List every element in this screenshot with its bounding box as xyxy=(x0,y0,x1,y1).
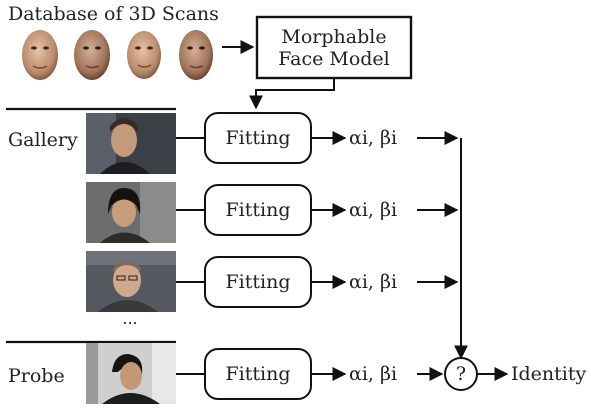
fitting-box-gallery-3: Fitting xyxy=(204,256,312,308)
fitting-label: Fitting xyxy=(225,127,290,149)
fitting-label: Fitting xyxy=(225,271,290,293)
fitting-box-gallery-1: Fitting xyxy=(204,112,312,164)
fitting-label: Fitting xyxy=(225,363,290,385)
morphable-model-box: Morphable Face Model xyxy=(255,15,413,80)
gallery-photo-3 xyxy=(86,251,176,312)
probe-photo xyxy=(86,343,176,404)
gallery-photo-1 xyxy=(86,113,176,174)
identity-label: Identity xyxy=(511,363,586,385)
scan-face-4 xyxy=(179,30,213,80)
scan-face-2 xyxy=(74,30,110,80)
compare-node: ? xyxy=(444,357,478,391)
scan-face-1 xyxy=(22,30,58,80)
params-label: αi, βi xyxy=(349,127,397,149)
ellipsis-more-gallery: ... xyxy=(122,309,137,328)
gallery-photo-2 xyxy=(86,182,176,243)
arrow-model-to-fitting xyxy=(249,78,335,110)
fitting-label: Fitting xyxy=(225,199,290,221)
model-label-line1: Morphable xyxy=(281,26,386,48)
database-label: Database of 3D Scans xyxy=(8,3,219,25)
params-label: αi, βi xyxy=(349,271,397,293)
compare-symbol: ? xyxy=(456,363,466,385)
params-label: αi, βi xyxy=(349,363,397,385)
params-label: αi, βi xyxy=(349,199,397,221)
fitting-box-probe: Fitting xyxy=(204,348,312,400)
scan-face-3 xyxy=(127,31,161,79)
fitting-box-gallery-2: Fitting xyxy=(204,184,312,236)
gallery-label: Gallery xyxy=(8,129,78,151)
probe-label: Probe xyxy=(8,365,65,387)
model-label-line2: Face Model xyxy=(278,48,390,70)
